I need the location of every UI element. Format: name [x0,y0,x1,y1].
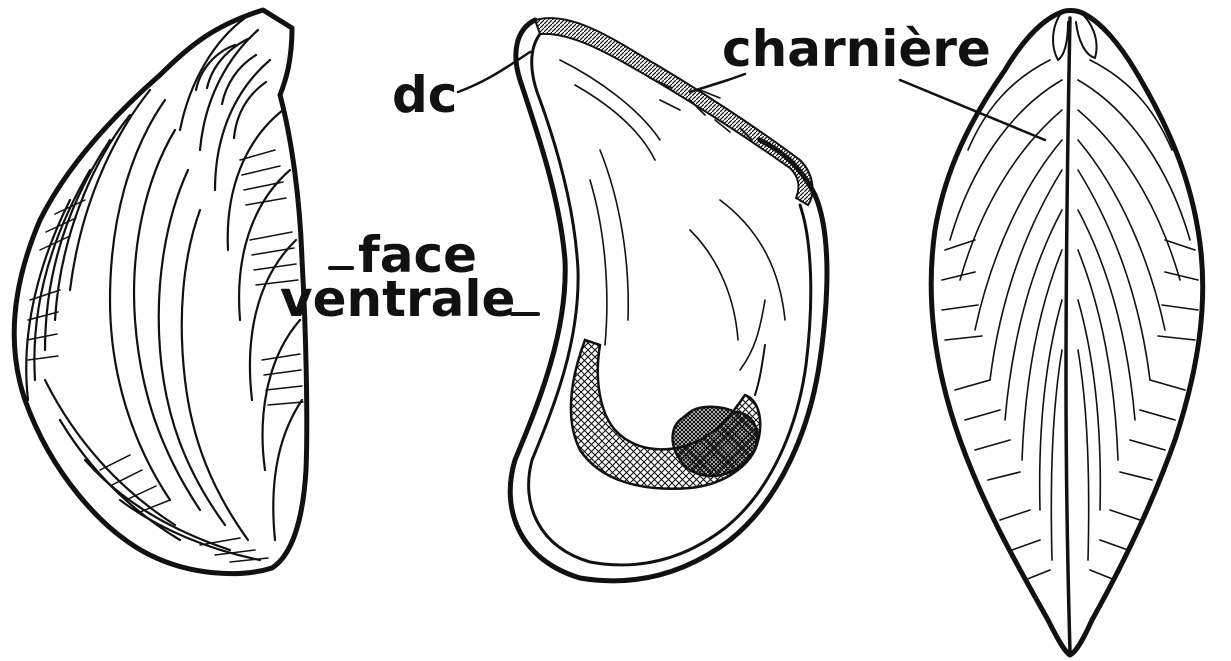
shell-interior-view [510,18,827,581]
pallial-line-upper [755,345,765,395]
label-dc: dc [392,66,457,124]
right-shell-umbo-left [1053,12,1068,60]
right-shell-right-valve-lines [1078,60,1198,580]
label-ventrale: ventrale [280,270,515,328]
leader-charniere-middle [690,74,745,92]
shell-dorsal-view [931,11,1203,656]
label-charniere: charnière [722,20,991,78]
shell-exterior-view [14,10,306,574]
right-shell-commissure [1066,18,1070,652]
middle-shell-interior-lines [560,60,785,370]
right-shell-left-valve-lines [942,60,1062,580]
